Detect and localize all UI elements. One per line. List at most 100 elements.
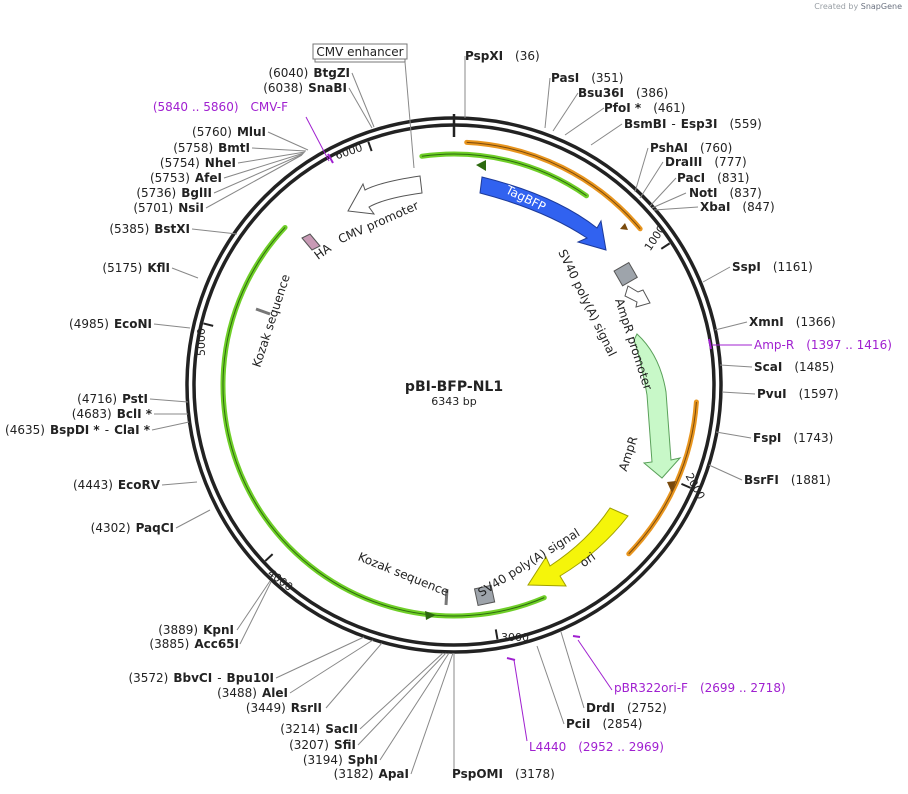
site-pos: (4683) (72, 407, 112, 421)
restriction-site-label: (4302) PaqCI (91, 521, 174, 535)
site-leader-line (191, 228, 238, 235)
restriction-site-label: DraIII(777) (665, 155, 747, 169)
site-pos: (3572) (128, 671, 168, 685)
orange-arc-1-core (466, 141, 641, 230)
site-pos: (5758) (173, 141, 213, 155)
primer-marker (572, 635, 581, 638)
site-pos: (2752) (627, 701, 667, 715)
site-leader-line (560, 631, 585, 709)
primer-leader-line (513, 659, 528, 742)
site-leader-line (651, 192, 687, 209)
site-sep: - (105, 423, 109, 437)
restriction-site-label: BsrFI(1881) (744, 473, 831, 487)
site-name: BtgZI (313, 66, 350, 80)
site-name: DrdI (586, 701, 615, 715)
orange-arc-1-arrowhead (620, 223, 628, 230)
restriction-site-label: (3572)BbvCI-Bpu10I (128, 671, 274, 685)
site-name: BclI * (117, 407, 153, 421)
site-pos: (559) (730, 117, 762, 131)
primer-range: (5840 .. 5860) (153, 100, 239, 114)
primer-name: pBR322ori-F (614, 681, 688, 695)
site-pos: (6040) (268, 66, 308, 80)
restriction-site-label: (4635)BspDI *-ClaI * (5, 423, 151, 437)
feature-label-kozak-2: Kozak sequence (356, 550, 451, 599)
site-leader-line (161, 481, 198, 486)
site-name: BglII (181, 186, 212, 200)
green-arc-left-arrowhead (425, 611, 436, 620)
site-leader-line (171, 267, 199, 279)
site-name: PspOMI (452, 767, 503, 781)
restriction-site-label: (3449)RsrII (246, 701, 322, 715)
site-pos: (4302) (91, 521, 131, 535)
site-leader-line (325, 642, 383, 709)
site-pos: (36) (515, 49, 540, 63)
tick-mark-1000 (660, 242, 671, 250)
site-leader-line (590, 123, 623, 146)
site-pos: (5701) (133, 201, 173, 215)
restriction-site-label: PfoI * (461) (604, 101, 685, 115)
site-leader-line (236, 580, 271, 631)
site-pos: (461) (653, 101, 685, 115)
primer-name: L4440 (529, 740, 566, 754)
site-name: BbvCI (173, 671, 212, 685)
site-leader-line (552, 92, 579, 132)
restriction-site-label: PvuI(1597) (757, 387, 839, 401)
site-name: BsmBI (624, 117, 666, 131)
site-name: PaqCI (136, 521, 174, 535)
site-name2: ClaI * (114, 423, 151, 437)
feature-label-kozak-1: Kozak sequence (250, 273, 293, 369)
site-pos: (1597) (799, 387, 839, 401)
site-leader-line (708, 464, 743, 481)
site-name: FspI (753, 431, 781, 445)
primer-label: pBR322ori-F (2699 .. 2718) (614, 681, 786, 695)
primer-label: (5840 .. 5860)CMV-F (153, 100, 288, 114)
site-name: BspDI * (50, 423, 100, 437)
site-pos: (351) (591, 71, 623, 85)
site-name: NsiI (178, 201, 204, 215)
site-name: SacII (325, 722, 358, 736)
restriction-site-label: PspXI(36) (465, 49, 540, 63)
site-name: BsrFI (744, 473, 779, 487)
site-sep: - (671, 117, 675, 131)
site-pos: (3449) (246, 701, 286, 715)
site-name: PfoI * (604, 101, 642, 115)
site-pos: (1366) (796, 315, 836, 329)
cmv-enhancer-line (404, 61, 415, 169)
restriction-site-label: (3182) ApaI (334, 767, 409, 781)
site-leader-line (634, 147, 649, 193)
tick-mark-5000 (203, 322, 214, 327)
site-pos: (4443) (73, 478, 113, 492)
site-pos: (5760) (192, 125, 232, 139)
restriction-site-label: (4683) BclI * (72, 407, 153, 421)
site-leader-line (275, 636, 365, 679)
primer-range: (2699 .. 2718) (700, 681, 786, 695)
site-pos: (837) (730, 186, 762, 200)
sv40-polya-box-1 (613, 261, 638, 287)
site-name: Bsu36I (578, 86, 624, 100)
restriction-site-label: (5175)KflI (102, 261, 170, 275)
primer-label: L4440(2952 .. 2969) (529, 740, 664, 754)
site-pos: (3214) (280, 722, 320, 736)
site-name: PacI (677, 171, 705, 185)
site-name: SspI (732, 260, 761, 274)
site-name: EcoRV (118, 478, 161, 492)
tick-mark-4000 (264, 553, 274, 562)
site-name: SfiI (334, 738, 356, 752)
restriction-site-label: (3194)SphI (303, 753, 378, 767)
site-leader-line (175, 509, 211, 529)
site-pos: (3182) (334, 767, 374, 781)
restriction-site-label: PciI(2854) (566, 717, 642, 731)
green-arc-top-core (421, 153, 587, 197)
site-name: MluI (237, 125, 266, 139)
feature-label-sv40-polya-1: SV40 poly(A) signal (555, 247, 619, 358)
site-name2: Bpu10I (227, 671, 274, 685)
site-leader-line (702, 266, 731, 283)
primer-name: Amp-R (754, 338, 794, 352)
restriction-site-label: (5760) MluI (192, 125, 266, 139)
site-name: ApaI (379, 767, 409, 781)
ori-arrow (527, 507, 629, 587)
site-pos: (3885) (149, 637, 189, 651)
restriction-site-label: (3214) SacII (280, 722, 358, 736)
tick-label-3000: 3000 (501, 631, 529, 644)
restriction-site-label: PacI(831) (677, 171, 749, 185)
